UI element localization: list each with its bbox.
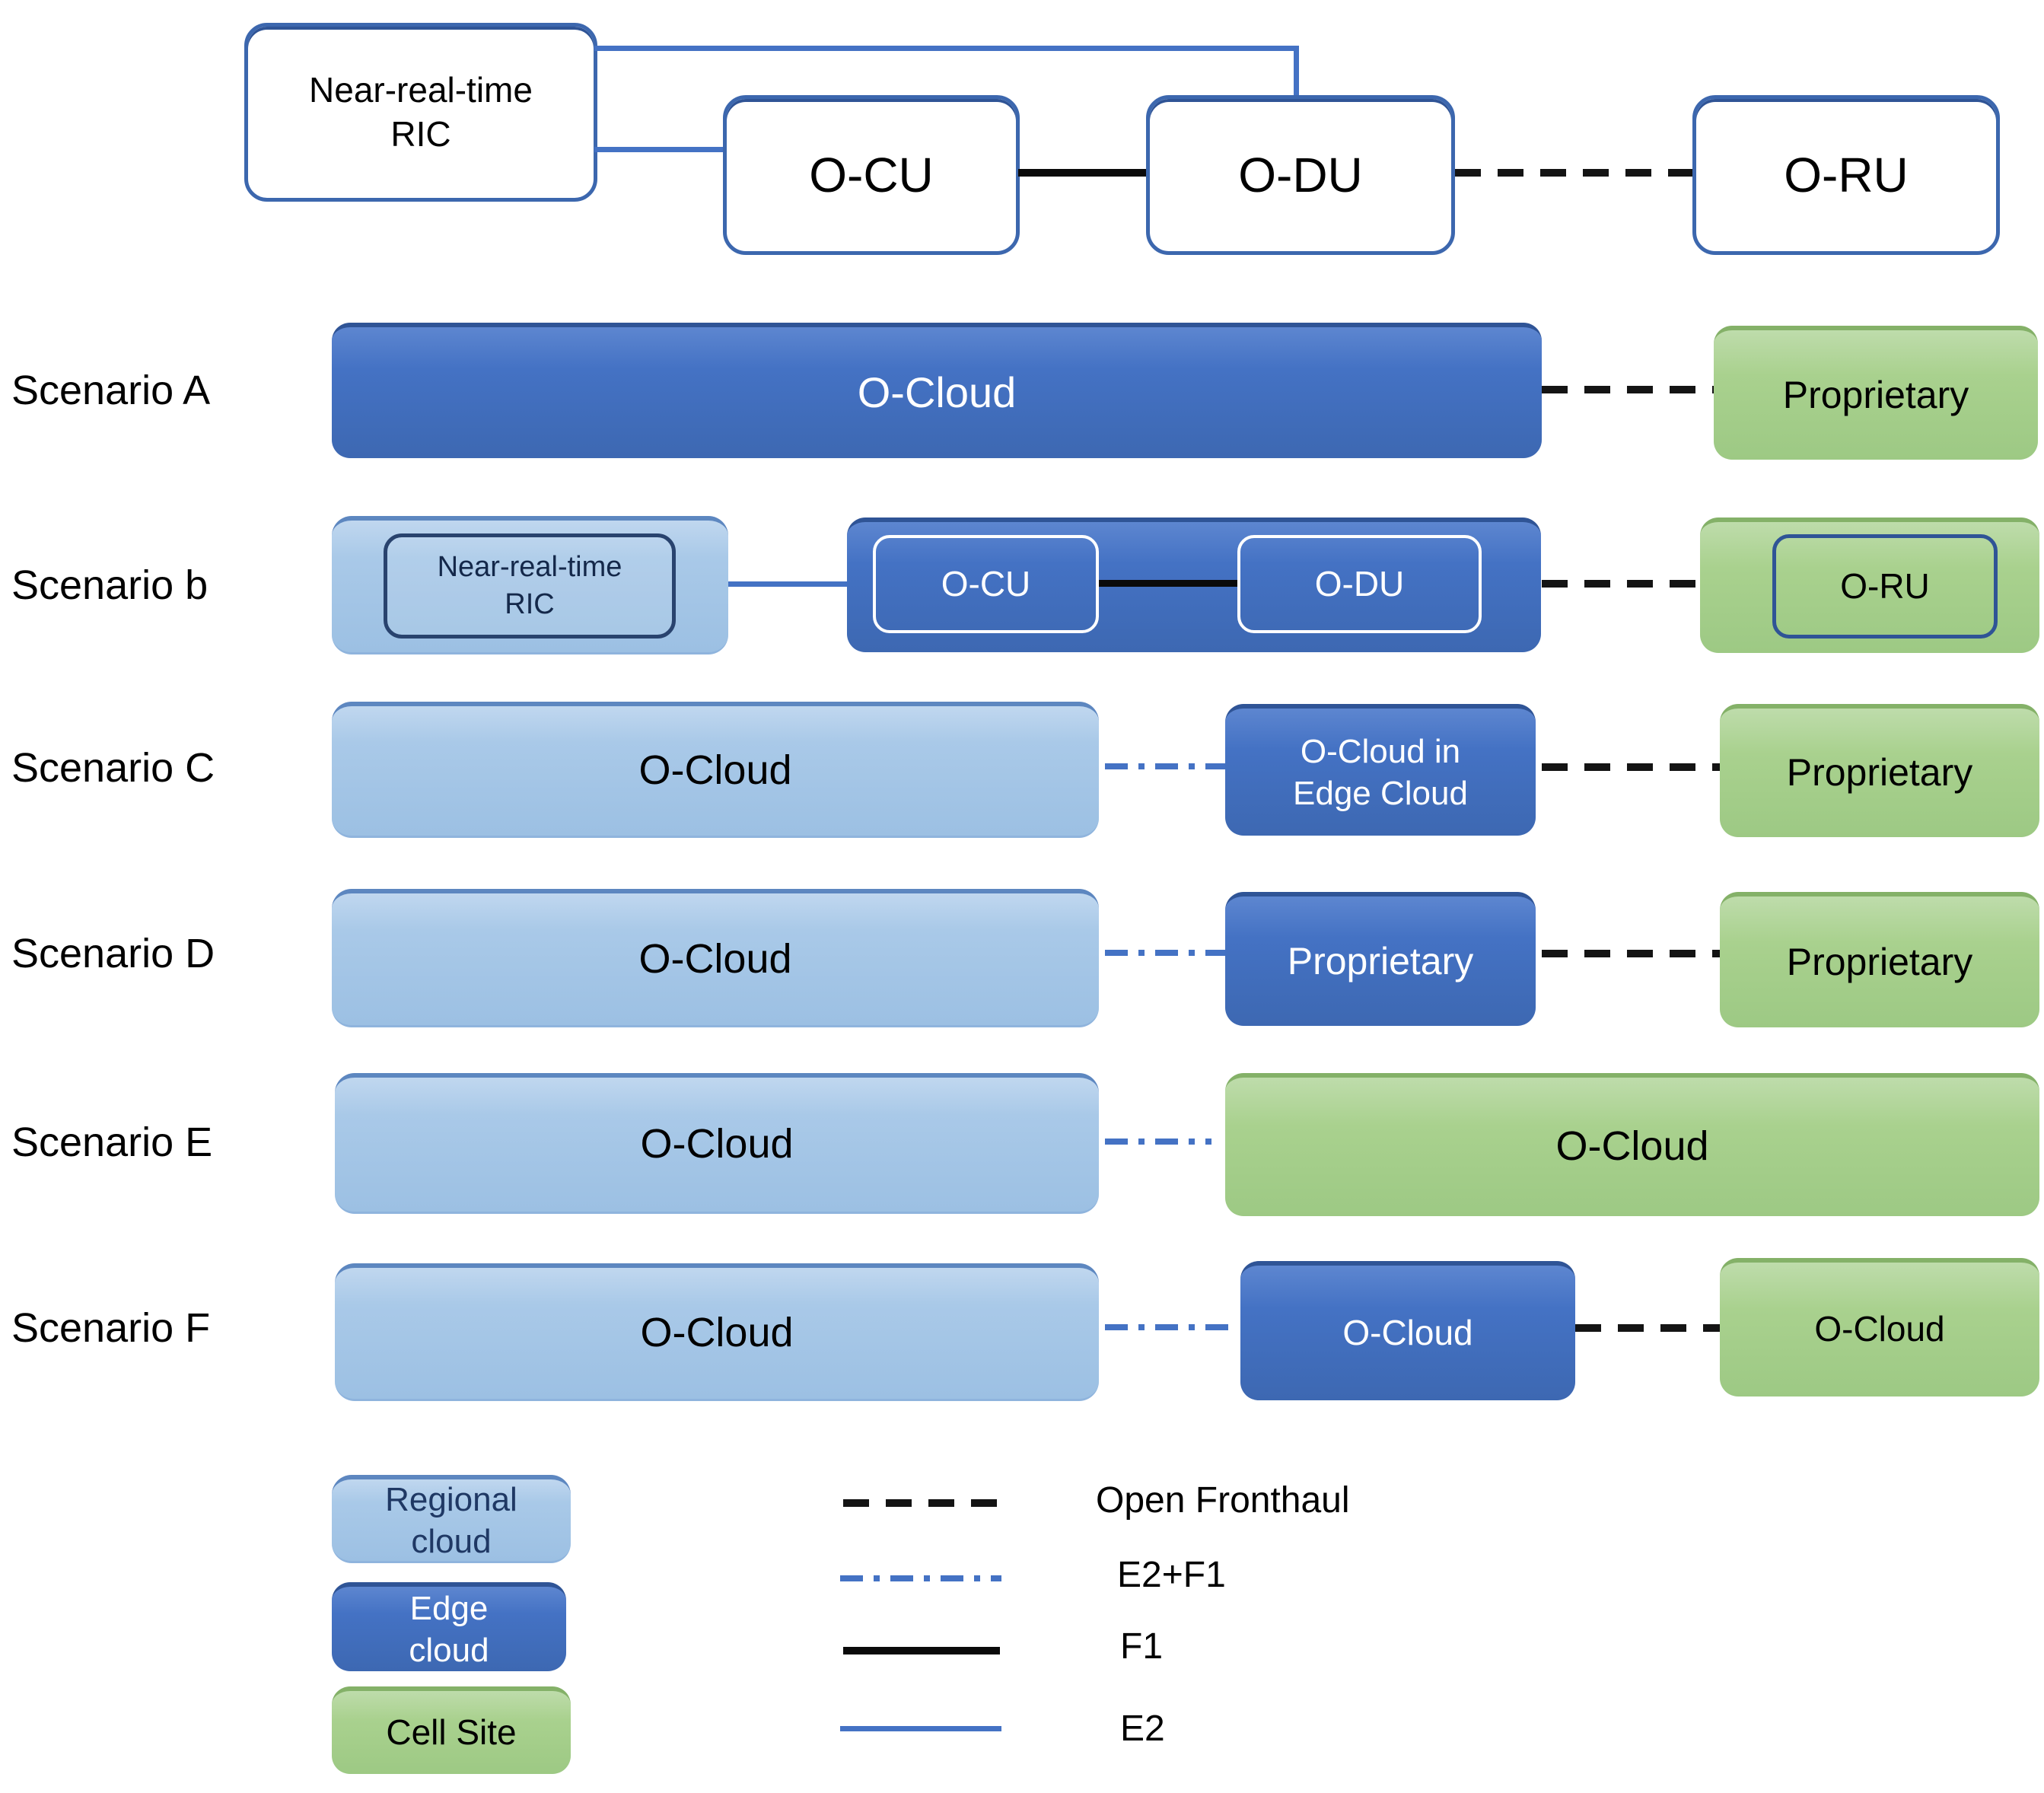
scenario-b-e2-line <box>728 581 847 587</box>
scenario-e-regional-ocloud-box: O-Cloud <box>335 1073 1099 1214</box>
legend-open-fronthaul-label: Open Fronthaul <box>1096 1480 1350 1521</box>
scenario-d-cell-proprietary-label: Proprietary <box>1786 940 1973 983</box>
open-fronthaul-line-odu-oru <box>1455 169 1692 177</box>
ocu-box: O-CU <box>723 95 1020 255</box>
legend-regional-cloud-box: Regional cloud <box>332 1475 571 1563</box>
near-real-time-ric-box: Near-real-time RIC <box>244 23 597 202</box>
e2-line-ric-to-odu-horizontal <box>594 46 1299 51</box>
legend-f1-line <box>843 1647 1000 1654</box>
scenario-c-proprietary-label: Proprietary <box>1786 751 1973 795</box>
scenario-b-odu-box: O-DU <box>1237 535 1482 633</box>
scenario-e-e2f1-line <box>1105 1139 1211 1145</box>
scenario-f-cell-ocloud-box: O-Cloud <box>1720 1258 2039 1397</box>
legend-edge-cloud-label: Edge cloud <box>409 1589 489 1669</box>
scenario-c-ocloud-label: O-Cloud <box>638 747 792 794</box>
oru-label: O-RU <box>1784 148 1909 202</box>
scenario-d-edge-proprietary-label: Proprietary <box>1287 939 1474 982</box>
scenario-d-cell-proprietary-box: Proprietary <box>1720 892 2039 1027</box>
legend-regional-cloud-label: Regional cloud <box>385 1480 517 1560</box>
scenario-a-label: Scenario A <box>11 368 211 413</box>
scenario-e-regional-ocloud-label: O-Cloud <box>640 1121 794 1167</box>
legend-e2f1-label: E2+F1 <box>1117 1555 1226 1595</box>
scenario-b-label: Scenario b <box>11 562 209 608</box>
scenario-d-ocloud-label: O-Cloud <box>638 935 792 982</box>
scenario-c-edge-box: O-Cloud in Edge Cloud <box>1225 704 1536 836</box>
scenario-b-ric-box: Near-real-time RIC <box>384 533 676 639</box>
scenario-c-ocloud-box: O-Cloud <box>332 702 1099 838</box>
scenario-e-label: Scenario E <box>11 1119 213 1165</box>
scenario-f-regional-ocloud-label: O-Cloud <box>640 1310 794 1356</box>
scenario-d-open-fronthaul-line <box>1542 950 1720 957</box>
scenario-a-open-fronthaul-line <box>1542 386 1714 393</box>
scenario-a-ocloud-label: O-Cloud <box>857 368 1017 416</box>
odu-label: O-DU <box>1238 148 1363 202</box>
e2-line-ric-to-ocu <box>594 147 725 152</box>
scenario-f-open-fronthaul-line <box>1575 1324 1720 1332</box>
scenario-d-label: Scenario D <box>11 931 215 976</box>
scenario-a-proprietary-label: Proprietary <box>1782 373 1969 416</box>
legend-cell-site-box: Cell Site <box>332 1686 571 1774</box>
scenario-e-cell-ocloud-label: O-Cloud <box>1555 1123 1709 1170</box>
scenario-f-edge-ocloud-box: O-Cloud <box>1240 1261 1575 1400</box>
legend-edge-cloud-box: Edge cloud <box>332 1582 566 1671</box>
scenario-b-odu-label: O-DU <box>1314 563 1405 604</box>
legend-f1-label: F1 <box>1120 1626 1164 1667</box>
scenario-c-label: Scenario C <box>11 745 215 791</box>
legend-e2-line <box>840 1726 1001 1731</box>
scenario-d-e2f1-line <box>1105 950 1225 956</box>
scenario-a-proprietary-box: Proprietary <box>1714 326 2038 460</box>
scenario-b-oru-box: O-RU <box>1772 534 1998 639</box>
legend-e2-label: E2 <box>1120 1709 1165 1749</box>
scenario-d-ocloud-box: O-Cloud <box>332 889 1099 1027</box>
scenario-f-regional-ocloud-box: O-Cloud <box>335 1263 1099 1401</box>
e2-line-ric-to-odu-vertical <box>1294 46 1299 97</box>
odu-box: O-DU <box>1146 95 1455 255</box>
scenario-c-proprietary-box: Proprietary <box>1720 704 2039 837</box>
legend-e2f1-line <box>840 1575 1001 1581</box>
scenario-f-label: Scenario F <box>11 1305 211 1351</box>
scenario-b-f1-line <box>1099 580 1237 587</box>
scenario-e-cell-ocloud-box: O-Cloud <box>1225 1073 2039 1216</box>
legend-open-fronthaul-line <box>843 1499 1000 1507</box>
scenario-b-ric-label: Near-real-time RIC <box>437 550 622 620</box>
scenario-f-cell-ocloud-label: O-Cloud <box>1814 1309 1945 1349</box>
ocu-label: O-CU <box>809 148 934 202</box>
scenario-a-ocloud-box: O-Cloud <box>332 323 1542 458</box>
scenario-f-edge-ocloud-label: O-Cloud <box>1342 1312 1473 1352</box>
near-real-time-ric-label: Near-real-time RIC <box>309 70 533 154</box>
legend-cell-site-label: Cell Site <box>386 1712 517 1752</box>
scenario-f-e2f1-line <box>1105 1324 1236 1330</box>
scenario-b-open-fronthaul-line <box>1542 580 1700 588</box>
f1-line-ocu-odu <box>1018 169 1148 177</box>
scenario-c-edge-label: O-Cloud in Edge Cloud <box>1293 732 1468 812</box>
scenario-d-edge-proprietary-box: Proprietary <box>1225 892 1536 1026</box>
scenario-c-e2f1-line <box>1105 763 1225 769</box>
oru-box: O-RU <box>1692 95 2000 255</box>
scenario-b-ocu-label: O-CU <box>941 563 1031 604</box>
scenario-b-oru-label: O-RU <box>1840 565 1930 606</box>
scenario-b-ocu-box: O-CU <box>873 535 1099 633</box>
scenario-c-open-fronthaul-line <box>1542 763 1720 771</box>
